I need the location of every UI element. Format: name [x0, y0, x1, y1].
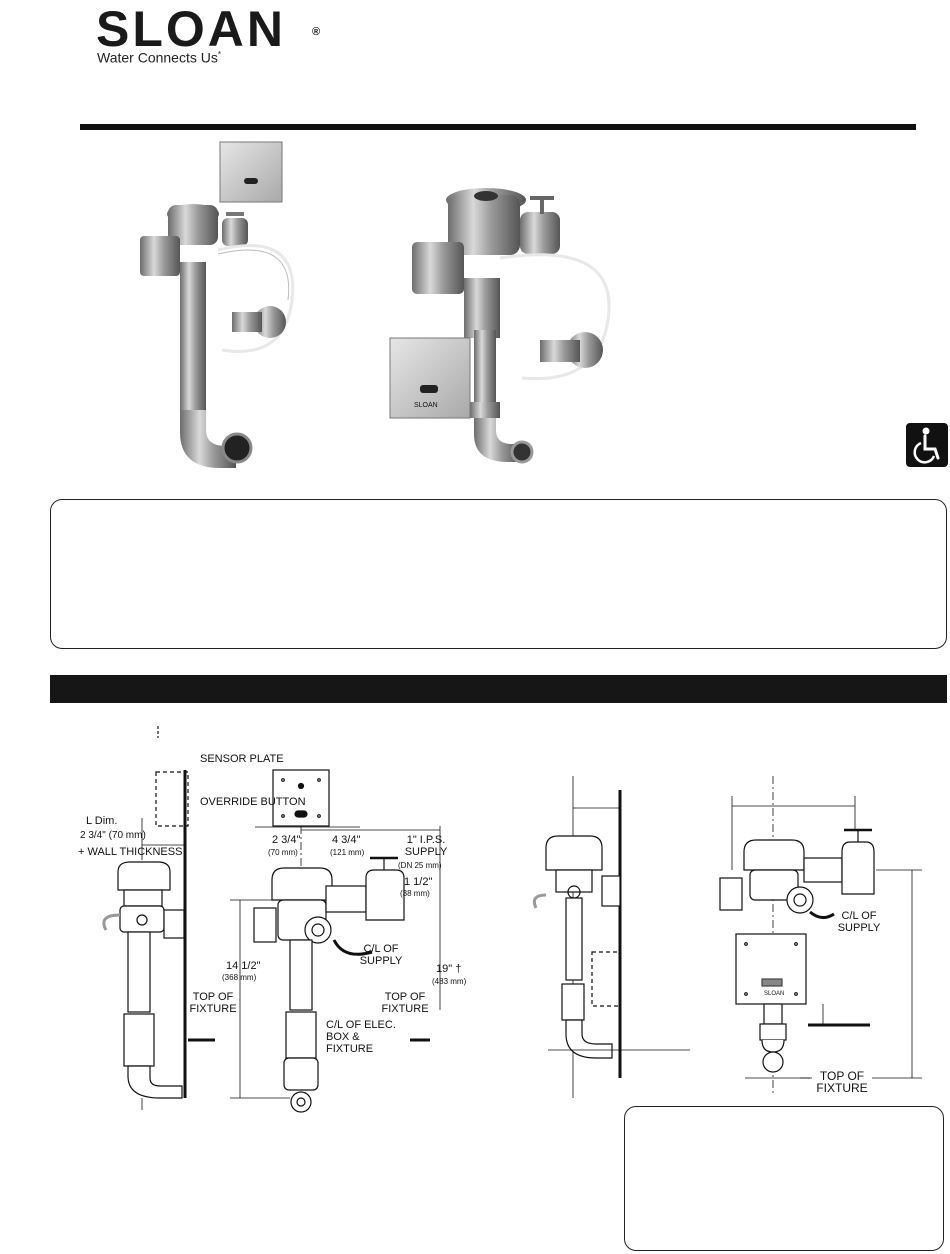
label-cl-supply-right: C/L OF SUPPLY [837, 910, 881, 934]
label-dim-c-mm: (38 mm) [400, 889, 430, 898]
label-top-of-fixture-mid: TOP OF FIXTURE [381, 991, 429, 1015]
label-dim-a: 2 3/4" [272, 834, 301, 846]
brand-logo: SLOAN [96, 1, 286, 57]
sensor-plate-brand: SLOAN [414, 402, 438, 409]
label-cl-supply: C/L OF SUPPLY [359, 943, 403, 967]
label-dim-a-mm: (70 mm) [268, 848, 298, 857]
label-top-of-fixture-right: TOP OF FIXTURE [812, 1070, 872, 1094]
tagline-mark: * [217, 50, 221, 59]
header-rule [80, 124, 916, 130]
label-cl-elec-box: C/L OF ELEC. BOX & FIXTURE [326, 1019, 396, 1055]
brand-tagline: Water Connects Us* [97, 47, 221, 66]
label-dim-d-mm: (368 mm) [222, 973, 257, 982]
label-dim-e-mm: (483 mm) [432, 977, 467, 986]
registered-mark: ® [312, 26, 321, 38]
label-sensor-plate: SENSOR PLATE [200, 753, 284, 765]
label-l-dim-value: 2 3/4" (70 mm) [80, 830, 146, 841]
info-box [50, 499, 947, 649]
label-dim-d: 14 1/2" [226, 960, 261, 972]
label-dim-b-mm: (121 mm) [330, 848, 365, 857]
label-override-button: OVERRIDE BUTTON [200, 796, 306, 808]
label-wall-thickness: + WALL THICKNESS [78, 846, 183, 858]
plate-brand-label: SLOAN [764, 991, 785, 997]
flushometer-photo-left [140, 141, 295, 468]
notes-box [624, 1106, 944, 1251]
label-ips-supply-mm: (DN 25 mm) [398, 861, 442, 870]
label-dim-e: 19" † [436, 963, 462, 975]
section-header-bar [50, 675, 947, 703]
label-top-of-fixture-left: TOP OF FIXTURE [189, 991, 237, 1015]
tagline-text: Water Connects Us [97, 49, 218, 66]
label-dim-c: 1 1/2" [404, 876, 433, 888]
label-ips-supply: 1" I.P.S. SUPPLY [404, 834, 448, 858]
label-l-dim: L Dim. [86, 815, 118, 827]
wheelchair-accessibility-icon [906, 423, 948, 467]
product-photos [140, 141, 611, 468]
label-dim-b: 4 3/4" [332, 834, 361, 846]
flushometer-photo-right [389, 188, 611, 464]
